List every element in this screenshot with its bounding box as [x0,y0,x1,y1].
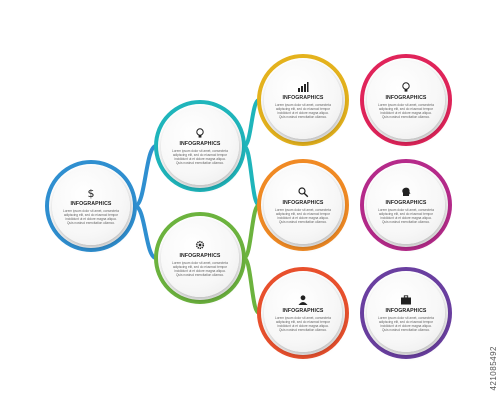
search-icon [297,186,309,198]
dollar-icon: $ [85,187,97,199]
node-ring [360,159,452,251]
node-description-line: adipiscing elit, sed do eiusmod tempor [172,153,228,157]
node-description-line: adipiscing elit, sed do eiusmod tempor [378,107,434,111]
gear-icon [194,239,206,251]
node-disc: INFOGRAPHICS Lorem ipsum dolor sit amet, … [264,274,342,352]
node-ring [45,160,137,252]
node-title: INFOGRAPHICS [385,200,427,206]
user-icon [297,294,309,306]
node-description-line: Quis nostrud exercitation ullamco. [381,328,430,332]
node-ring [360,267,452,359]
infographic-node: $ INFOGRAPHICS Lorem ipsum dolor sit amet,… [45,160,137,252]
node-disc: INFOGRAPHICS Lorem ipsum dolor sit amet, … [264,61,342,139]
node-description-line: incididunt ut et dolore magna aliqua. [174,269,226,273]
node-description-line: Quis nostrud exercitation ullamco. [278,328,327,332]
node-description-line: Lorem ipsum dolor sit amet, consectetur [172,261,228,265]
node-disc: INFOGRAPHICS Lorem ipsum dolor sit amet, … [161,219,239,297]
stock-id: 421085492 [489,346,498,391]
node-title: INFOGRAPHICS [282,200,324,206]
briefcase-icon [400,294,412,306]
node-description-line: incididunt ut et dolore magna aliqua. [174,157,226,161]
infographic-node: INFOGRAPHICS Lorem ipsum dolor sit amet, … [154,212,246,304]
node-description-line: Lorem ipsum dolor sit amet, consectetur [275,316,331,320]
node-title: INFOGRAPHICS [282,95,324,101]
node-description-line: Lorem ipsum dolor sit amet, consectetur [275,208,331,212]
node-description-line: adipiscing elit, sed do eiusmod tempor [275,107,331,111]
node-description-line: adipiscing elit, sed do eiusmod tempor [63,213,119,217]
node-description-line: Quis nostrud exercitation ullamco. [381,115,430,119]
node-description-line: adipiscing elit, sed do eiusmod tempor [275,212,331,216]
node-description-line: Lorem ipsum dolor sit amet, consectetur [378,103,434,107]
node-title: INFOGRAPHICS [70,201,112,207]
node-title: INFOGRAPHICS [179,253,221,259]
node-ring [154,100,246,192]
node-description-line: Quis nostrud exercitation ullamco. [278,220,327,224]
node-disc: INFOGRAPHICS Lorem ipsum dolor sit amet, … [367,166,445,244]
node-disc: $ INFOGRAPHICS Lorem ipsum dolor sit amet,… [52,167,130,245]
bar-chart-icon [297,81,309,93]
node-ring [257,267,349,359]
node-ring [154,212,246,304]
node-description-line: Lorem ipsum dolor sit amet, consectetur [275,103,331,107]
infographic-node: INFOGRAPHICS Lorem ipsum dolor sit amet, … [360,54,452,146]
lightbulb-icon [194,127,206,139]
node-description-line: Quis nostrud exercitation ullamco. [381,220,430,224]
infographic-node: INFOGRAPHICS Lorem ipsum dolor sit amet, … [154,100,246,192]
infographic-node: INFOGRAPHICS Lorem ipsum dolor sit amet, … [257,159,349,251]
node-ring [360,54,452,146]
node-description-line: adipiscing elit, sed do eiusmod tempor [172,265,228,269]
node-description-line: incididunt ut et dolore magna aliqua. [277,216,329,220]
node-description-line: incididunt ut et dolore magna aliqua. [380,216,432,220]
node-description-line: adipiscing elit, sed do eiusmod tempor [275,320,331,324]
connector-line [134,204,157,260]
node-description-line: incididunt ut et dolore magna aliqua. [65,217,117,221]
node-disc: INFOGRAPHICS Lorem ipsum dolor sit amet, … [264,166,342,244]
connector-line [133,144,158,208]
node-title: INFOGRAPHICS [385,308,427,314]
lightbulb-icon [400,81,412,93]
node-description-line: incididunt ut et dolore magna aliqua. [380,111,432,115]
head-icon [400,186,412,198]
infographic-node: INFOGRAPHICS Lorem ipsum dolor sit amet, … [257,267,349,359]
node-disc: INFOGRAPHICS Lorem ipsum dolor sit amet, … [367,61,445,139]
infographic-node: INFOGRAPHICS Lorem ipsum dolor sit amet, … [360,159,452,251]
node-title: INFOGRAPHICS [282,308,324,314]
node-title: INFOGRAPHICS [385,95,427,101]
node-description-line: Lorem ipsum dolor sit amet, consectetur [63,209,119,213]
node-description-line: adipiscing elit, sed do eiusmod tempor [378,320,434,324]
node-ring [257,54,349,146]
infographic-node: INFOGRAPHICS Lorem ipsum dolor sit amet, … [257,54,349,146]
node-description-line: incididunt ut et dolore magna aliqua. [277,324,329,328]
node-description-line: incididunt ut et dolore magna aliqua. [277,111,329,115]
node-disc: INFOGRAPHICS Lorem ipsum dolor sit amet, … [161,107,239,185]
node-description-line: Quis nostrud exercitation ullamco. [278,115,327,119]
node-description-line: incididunt ut et dolore magna aliqua. [380,324,432,328]
node-title: INFOGRAPHICS [179,141,221,147]
node-ring [257,159,349,251]
node-description-line: adipiscing elit, sed do eiusmod tempor [378,212,434,216]
node-disc: INFOGRAPHICS Lorem ipsum dolor sit amet, … [367,274,445,352]
node-description-line: Lorem ipsum dolor sit amet, consectetur [378,208,434,212]
node-description-line: Lorem ipsum dolor sit amet, consectetur [172,149,228,153]
svg-text:$: $ [88,187,95,199]
node-description-line: Quis nostrud exercitation ullamco. [66,221,115,225]
node-description-line: Lorem ipsum dolor sit amet, consectetur [378,316,434,320]
node-description-line: Quis nostrud exercitation ullamco. [175,161,224,165]
infographic-node: INFOGRAPHICS Lorem ipsum dolor sit amet, … [360,267,452,359]
node-description-line: Quis nostrud exercitation ullamco. [175,273,224,277]
